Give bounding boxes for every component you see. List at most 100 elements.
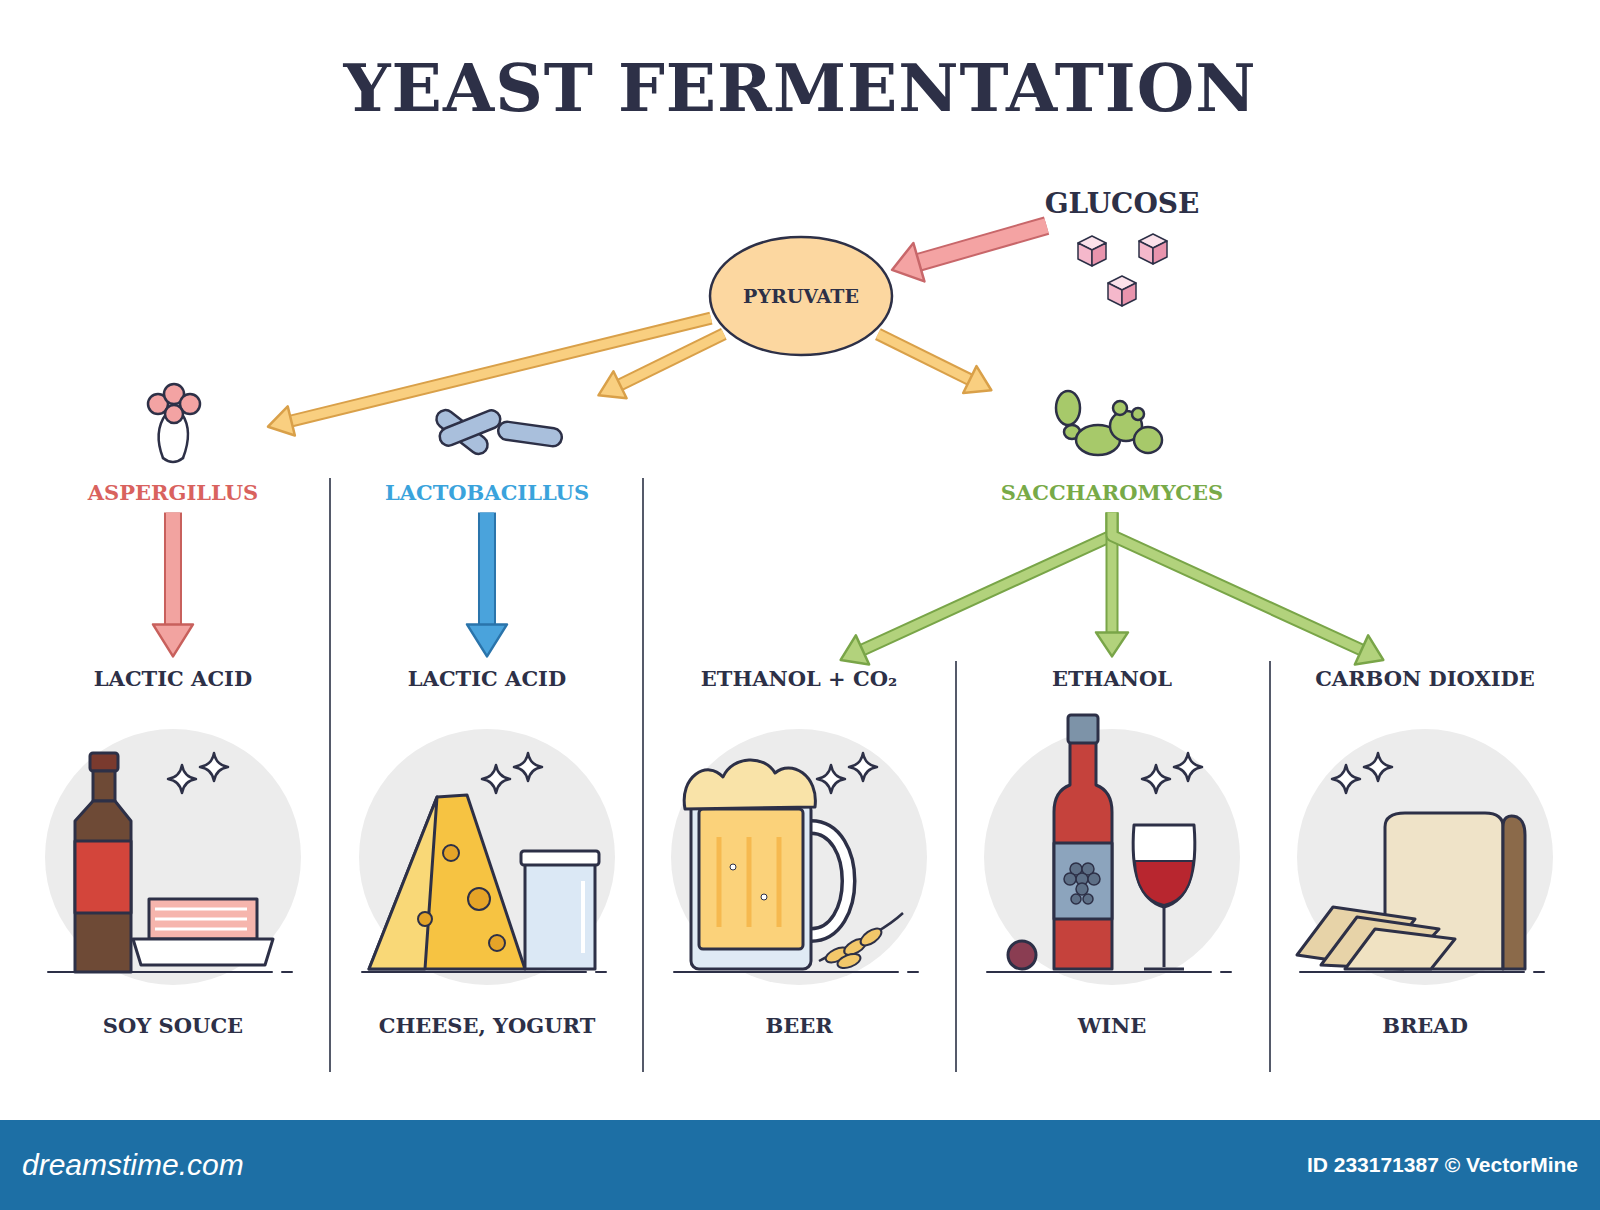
beer-illustration	[684, 760, 903, 971]
wine-illustration-part-part	[1083, 894, 1093, 904]
node-text: LACTIC ACID	[94, 666, 252, 691]
column-divider-part	[955, 661, 957, 1072]
beer-illustration-part	[761, 894, 767, 900]
cheese-yogurt-illustration-part	[581, 881, 585, 953]
soy-sauce-illustration-part	[133, 939, 273, 965]
bread-illustration	[1297, 813, 1525, 969]
node-text: ETHANOL + CO₂	[701, 666, 897, 691]
food-backdrop-part	[359, 729, 615, 985]
wine-illustration-part	[1163, 907, 1166, 967]
sparkle-part	[1332, 765, 1360, 793]
arrow-outline	[164, 513, 182, 628]
sugar-cubes	[1078, 234, 1167, 306]
food-label: CHEESE, YOGURT	[379, 1013, 596, 1038]
food-backdrop-part	[1297, 729, 1553, 985]
wine-illustration-part	[1054, 729, 1112, 969]
saccharomyces-icon-part	[1056, 391, 1080, 425]
wine-illustration-part-part	[1088, 873, 1100, 885]
ground-line-part	[282, 971, 292, 973]
flow-arrow	[841, 513, 1112, 665]
beer-illustration-part	[691, 802, 811, 969]
cheese-yogurt-illustration-part	[369, 795, 525, 969]
arrow-head	[1355, 635, 1383, 664]
arrow-shaft	[878, 334, 973, 381]
node-text: LACTIC ACID	[408, 666, 566, 691]
lactobacillus-icon	[433, 406, 563, 457]
watermark-id: ID 233171387 © VectorMine	[1307, 1152, 1578, 1177]
pyruvate-ellipse: PYRUVATE	[708, 235, 894, 357]
saccharomyces-icon-part	[1113, 401, 1127, 415]
sugar-cubes-part	[1139, 234, 1167, 264]
arrow-outline	[617, 334, 724, 386]
aspergillus-icon	[148, 384, 200, 462]
flow-arrow	[878, 334, 991, 393]
saccharomyces-icon-part	[1132, 408, 1144, 420]
sparkle-part	[482, 765, 510, 793]
arrow-head	[598, 371, 626, 398]
ellipse-shape	[710, 237, 892, 355]
arrow-head	[841, 635, 869, 664]
arrow-shaft	[916, 226, 1047, 263]
wine-illustration-part	[1054, 843, 1112, 919]
sparkle-part	[849, 753, 877, 781]
input-label: GLUCOSE	[1041, 183, 1204, 225]
watermark-logo: dreamstime.com	[22, 1147, 244, 1183]
food-backdrop	[45, 729, 1553, 985]
cheese-yogurt-illustration-part	[418, 912, 432, 926]
cheese-yogurt-illustration-part	[525, 863, 595, 969]
arrow-outline	[916, 226, 1047, 263]
wine-illustration-part-part	[1071, 894, 1081, 904]
food-backdrop-part	[45, 729, 301, 985]
ground-line-part	[362, 971, 586, 973]
soy-sauce-illustration-part	[93, 771, 115, 801]
organism-node: LACTOBACILLUS	[381, 390, 593, 509]
node-text: GLUCOSE	[1045, 187, 1200, 221]
flow-arrow	[598, 334, 723, 398]
sparkle-part	[200, 753, 228, 781]
flow-arrow	[153, 513, 193, 657]
sparkle-part	[1174, 753, 1202, 781]
sparkle-part	[1364, 753, 1392, 781]
sugar-cubes-part	[1078, 236, 1106, 266]
arrow-head	[1096, 632, 1128, 656]
ground-line-part	[674, 971, 898, 973]
food-label: BREAD	[1382, 1013, 1468, 1038]
ground-line-part	[1300, 971, 1524, 973]
cheese-yogurt-illustration-part	[369, 797, 437, 969]
cheese-yogurt-illustration-part	[489, 935, 505, 951]
beer-illustration-part	[858, 925, 885, 949]
arrow-outline	[1112, 513, 1364, 652]
product-label: ETHANOL + CO₂	[697, 662, 901, 695]
aspergillus-icon-part	[182, 414, 188, 458]
beer-illustration-part	[836, 951, 863, 970]
sugar-cubes-part	[1108, 276, 1136, 306]
node-text: CARBON DIOXIDE	[1315, 666, 1535, 691]
organism-node: ASPERGILLUS	[84, 390, 262, 509]
arrow-head	[892, 243, 924, 281]
sparkle-part	[168, 765, 196, 793]
aspergillus-icon-part	[165, 405, 183, 423]
wine-illustration-part	[1144, 968, 1184, 971]
column-divider-part	[329, 478, 331, 1072]
ground-line-part	[1534, 971, 1544, 973]
arrow-outline	[478, 513, 496, 628]
arrow-outline	[860, 513, 1112, 652]
flow-arrow	[1112, 513, 1383, 665]
title: YEAST FERMENTATION	[344, 49, 1257, 127]
soy-sauce-illustration-part	[75, 801, 131, 972]
bread-illustration-part	[1345, 929, 1455, 969]
beer-illustration-part	[719, 837, 779, 927]
footer-bar	[0, 1120, 1600, 1210]
sparkle-part	[817, 765, 845, 793]
arrow-shaft	[617, 334, 724, 386]
bread-illustration-part	[1503, 816, 1525, 969]
ground-line-part	[596, 971, 606, 973]
saccharomyces-icon-part	[1134, 427, 1162, 453]
arrow-head	[153, 624, 193, 656]
flow-arrow	[892, 226, 1047, 282]
product-label: ETHANOL	[1048, 662, 1176, 695]
food-label: SOY SOUCE	[103, 1013, 243, 1038]
organism-node: SACCHAROMYCES	[997, 390, 1228, 509]
flow-arrow	[467, 513, 507, 657]
cheese-yogurt-illustration	[369, 795, 599, 969]
